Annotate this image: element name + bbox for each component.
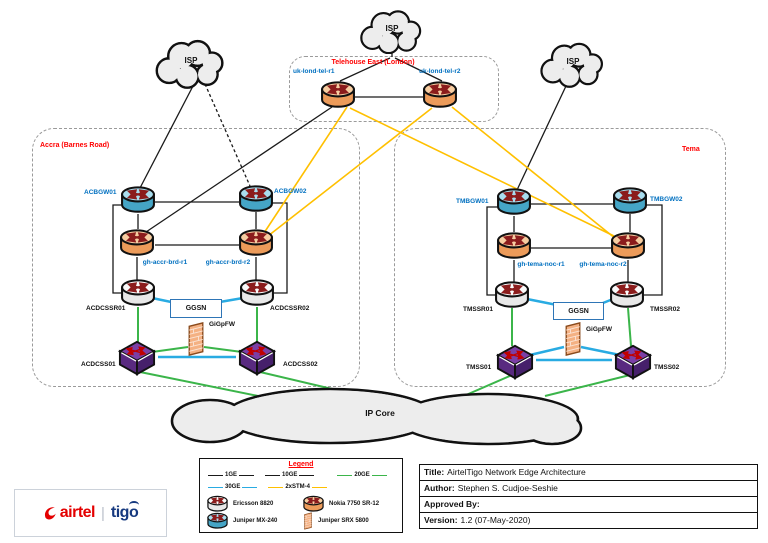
line-swatch-2xstm4 xyxy=(268,486,284,488)
isp-top-label: ISP xyxy=(385,24,399,33)
ggsn-box-tema: GGSN xyxy=(553,302,604,320)
tigo-wordmark: tigo xyxy=(111,501,140,522)
tmss02-label: TMSS02 xyxy=(654,364,680,371)
legend-title: Legend xyxy=(288,461,314,468)
tema-region-box xyxy=(394,128,726,387)
firewall-icon xyxy=(302,512,314,530)
legend-item-20ge: 20GE xyxy=(335,472,388,478)
links-2xstm4-yellow xyxy=(263,106,617,240)
router-uk-lond-tel-r1-icon xyxy=(322,82,354,106)
switch-tmss02-icon xyxy=(616,346,650,378)
router-tmssr01-icon xyxy=(496,282,528,306)
airteltigo-logo: airtel | tigo xyxy=(14,489,167,537)
uk-lond-tel-r1-label: uk-lond-tel-r1 xyxy=(293,68,335,75)
legend-item-30ge: 30GE xyxy=(206,484,259,490)
acbgw01-label: ACBGW01 xyxy=(84,189,117,196)
airtel-wordmark: airtel xyxy=(59,504,96,521)
router-teal-icon xyxy=(206,512,229,530)
legend-line-row-2: 30GE 2xSTM-4 xyxy=(206,484,398,490)
router-tmssr02-icon xyxy=(611,282,643,306)
router-gh-accr-brd-r2-icon xyxy=(240,230,272,254)
line-swatch-10ge xyxy=(265,474,281,476)
device-icons xyxy=(120,82,650,378)
title-block-row-title: Title:AirtelTigo Network Edge Architectu… xyxy=(420,465,757,481)
router-tmbgw02-icon xyxy=(614,188,646,212)
firewall-accra-icon xyxy=(188,322,204,356)
legend: Legend 1GE 10GE 20GE 30GE 2xSTM-4 Ericss… xyxy=(199,458,403,533)
gh-tema-noc-r2-label: gh-tema-noc-r2 xyxy=(579,261,627,268)
router-acdcssr01-icon xyxy=(122,280,154,304)
line-swatch-20ge xyxy=(337,474,353,476)
router-gh-tema-noc-r1-icon xyxy=(498,233,530,257)
router-gh-tema-noc-r2-icon xyxy=(612,233,644,257)
acbgw02-label: ACBGW02 xyxy=(274,188,307,195)
router-acdcssr02-icon xyxy=(241,280,273,304)
isp-left-label: ISP xyxy=(184,56,198,65)
router-orange-icon xyxy=(302,495,325,513)
legend-item-ericsson-8820: Ericsson 8820 xyxy=(206,495,302,513)
router-acbgw01-icon xyxy=(122,187,154,211)
router-uk-lond-tel-r2-icon xyxy=(424,82,456,106)
telehouse-title: Telehouse East (London) xyxy=(331,59,415,66)
accra-title: Accra (Barnes Road) xyxy=(40,142,110,149)
legend-device-row-2: Juniper MX-240 Juniper SRX 5800 xyxy=(206,512,398,530)
tigo-arc xyxy=(129,501,140,509)
legend-line-row-1: 1GE 10GE 20GE xyxy=(206,472,398,478)
tmss01-label: TMSS01 xyxy=(466,364,492,371)
title-block-row-author: Author:Stephen S. Cudjoe-Seshie xyxy=(420,481,757,497)
ggsn-box-accra: GGSN xyxy=(170,299,222,318)
ip-core-label: IP Core xyxy=(365,408,395,418)
ip-core-cloud xyxy=(170,387,583,446)
accra-region-box xyxy=(32,128,360,387)
acdcss01-label: ACDCSS01 xyxy=(81,361,116,368)
title-block-row-version: Version:1.2 (07-May-2020) xyxy=(424,515,531,525)
uk-lond-tel-r2-label: uk-lond-tel-r2 xyxy=(419,68,461,75)
isp-right-label: ISP xyxy=(566,57,580,66)
gh-accr-brd-r1-label: gh-accr-brd-r1 xyxy=(142,259,188,266)
links-black xyxy=(112,49,663,296)
acdcss02-label: ACDCSS02 xyxy=(283,361,318,368)
router-acbgw02-icon xyxy=(240,186,272,210)
gigpfw-tema-label: GiGpFW xyxy=(586,326,612,333)
legend-item-1ge: 1GE xyxy=(206,472,256,478)
switch-acdcss02-icon xyxy=(240,342,274,374)
title-block: Title:AirtelTigo Network Edge Architectu… xyxy=(419,464,758,529)
ggsn-label-tema: GGSN xyxy=(568,307,589,315)
line-swatch-30ge xyxy=(208,486,223,488)
airtel-swoosh-icon xyxy=(44,506,56,519)
tmbgw02-label: TMBGW02 xyxy=(650,196,683,203)
logo-divider: | xyxy=(101,504,105,522)
legend-item-juniper-srx5800: Juniper SRX 5800 xyxy=(302,512,398,530)
ggsn-label-accra: GGSN xyxy=(185,305,207,312)
switch-acdcss01-icon xyxy=(120,342,154,374)
legend-device-row-1: Ericsson 8820 Nokia 7750 SR-12 xyxy=(206,495,398,513)
gigpfw-accra-label: GiGpFW xyxy=(209,321,235,328)
acdcssr02-label: ACDCSSR02 xyxy=(270,305,310,312)
router-tmbgw01-icon xyxy=(498,189,530,213)
legend-item-juniper-mx240: Juniper MX-240 xyxy=(206,512,302,530)
tema-title: Tema xyxy=(682,146,700,153)
acdcssr01-label: ACDCSSR01 xyxy=(86,305,126,312)
firewall-tema-icon xyxy=(565,322,581,356)
legend-item-2xstm4: 2xSTM-4 xyxy=(266,484,329,490)
tmbgw01-label: TMBGW01 xyxy=(456,198,489,205)
telehouse-region-box xyxy=(289,56,499,122)
gh-tema-noc-r1-label: gh-tema-noc-r1 xyxy=(517,261,565,268)
router-white-icon xyxy=(206,495,229,513)
router-gh-accr-brd-r1-icon xyxy=(121,230,153,254)
tmssr02-label: TMSSR02 xyxy=(650,306,680,313)
line-swatch-1ge xyxy=(208,474,223,476)
title-block-row-approved: Approved By: xyxy=(420,497,757,513)
switch-tmss01-icon xyxy=(498,346,532,378)
links-30ge-blue xyxy=(151,296,621,362)
legend-item-10ge: 10GE xyxy=(263,472,316,478)
gh-accr-brd-r2-label: gh-accr-brd-r2 xyxy=(205,259,251,266)
tmssr01-label: TMSSR01 xyxy=(463,306,493,313)
legend-item-nokia-7750: Nokia 7750 SR-12 xyxy=(302,495,398,513)
